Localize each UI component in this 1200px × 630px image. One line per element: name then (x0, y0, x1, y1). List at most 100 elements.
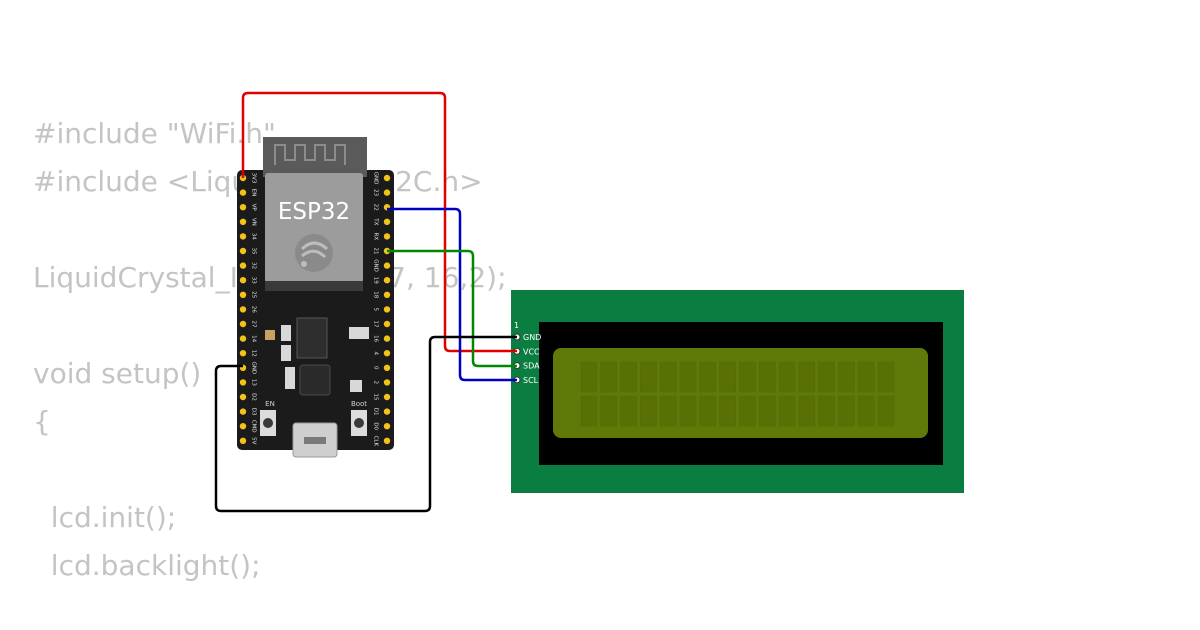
espressif-logo-icon (295, 234, 333, 272)
esp32-pin-34[interactable] (239, 233, 247, 240)
esp32-pin-label: GND (373, 259, 379, 272)
esp32-pin-label: GND (373, 172, 379, 185)
esp32-pin-gnd[interactable] (383, 262, 391, 269)
esp32-pin-14[interactable] (239, 335, 247, 342)
esp32-pin-2[interactable] (383, 379, 391, 386)
lcd-char-cell (699, 395, 717, 427)
esp32-pin-label: 3V3 (251, 173, 257, 184)
lcd-char-cell (857, 361, 875, 393)
esp32-pin-label: D2 (251, 393, 257, 401)
esp32-pin-5v[interactable] (239, 437, 247, 444)
lcd-char-cell (620, 395, 637, 427)
lcd-char-cell (580, 395, 598, 427)
esp32-left-header: 3V3ENVPVN343532332526271412GND13D2D3CMD5… (239, 173, 257, 445)
esp32-pin-26[interactable] (239, 306, 247, 313)
esp32-pin-clk[interactable] (383, 437, 391, 444)
lcd-char-cell (679, 395, 697, 427)
esp32-pin-d2[interactable] (239, 393, 247, 401)
esp32-pin-label: 15 (373, 394, 379, 401)
lcd-char-cell (679, 361, 697, 393)
lcd-char-cell (877, 361, 895, 393)
lcd-char-cell (838, 361, 855, 393)
esp32-pin-label: CMD (251, 420, 257, 433)
lcd-char-cell (857, 395, 875, 427)
esp32-pin-tx[interactable] (383, 218, 391, 225)
esp32-pin-17[interactable] (383, 320, 391, 328)
esp32-pin-gnd[interactable] (383, 174, 391, 182)
lcd-pin-label: GND (523, 333, 541, 342)
esp32-pin-33[interactable] (239, 277, 247, 284)
esp32-pin-label: 0 (373, 366, 379, 370)
esp32-pin-rx[interactable] (383, 233, 391, 240)
esp32-pin-18[interactable] (383, 291, 391, 298)
esp32-pin-23[interactable] (383, 189, 391, 196)
esp32-pin-vn[interactable] (239, 218, 247, 225)
esp32-pin-vp[interactable] (239, 204, 247, 211)
esp32-pin-4[interactable] (383, 350, 391, 357)
lcd-pin-label: VCC (523, 347, 540, 356)
esp32-pin-label: 35 (251, 248, 257, 255)
esp32-module-label: ESP32 (278, 199, 350, 225)
esp32-pin-label: 25 (251, 291, 257, 298)
wire-gnd[interactable] (214, 335, 517, 513)
esp32-pin-label: 34 (251, 233, 257, 240)
lcd-char-cell (699, 361, 717, 393)
esp32-pin-13[interactable] (239, 379, 247, 386)
esp32-pin-d0[interactable] (383, 423, 391, 430)
lcd-char-cell (620, 361, 637, 393)
lcd-char-cell (739, 395, 756, 427)
smd-component (281, 325, 291, 341)
esp32-pin-label: VP (251, 204, 257, 212)
esp32-pin-label: GND (251, 361, 257, 374)
antenna-trace (274, 144, 346, 165)
lcd-char-cell (719, 361, 736, 393)
wire-scl[interactable] (387, 207, 517, 382)
esp32-pin-12[interactable] (239, 350, 247, 357)
lcd-char-cell (838, 395, 855, 427)
esp32-pin-label: 32 (251, 262, 257, 269)
esp32-pin-cmd[interactable] (239, 423, 247, 430)
esp32-pin-label: D3 (251, 408, 257, 416)
smd-component (265, 330, 275, 340)
esp32-pin-label: 26 (251, 306, 257, 313)
esp32-pin-16[interactable] (383, 335, 391, 342)
module-castellations (265, 281, 363, 291)
esp32-pin-25[interactable] (239, 291, 247, 298)
lcd-char-cell (640, 361, 657, 393)
esp32-pin-35[interactable] (239, 247, 247, 255)
esp32-pin-15[interactable] (383, 393, 391, 401)
wires (214, 91, 517, 513)
esp32-pin-label: VN (251, 218, 257, 226)
esp32-pin-label: 5V (251, 437, 257, 444)
lcd-pin-label: SDA (523, 362, 540, 371)
smd-component (350, 380, 362, 392)
esp32-pin-d3[interactable] (239, 408, 247, 415)
esp32-pin-label: TX (373, 217, 379, 225)
wire-vcc[interactable] (241, 91, 517, 353)
lcd-char-cell (798, 361, 816, 393)
esp32-pin-0[interactable] (383, 364, 391, 371)
en-button[interactable] (260, 410, 276, 436)
lcd-char-cell (778, 361, 796, 393)
esp32-pin-19[interactable] (383, 277, 391, 284)
wire-sda[interactable] (387, 249, 517, 368)
esp32-pin-label: D0 (373, 422, 379, 430)
esp32-pin-label: CLK (373, 436, 379, 447)
esp32-pin-label: 23 (373, 189, 379, 196)
boot-button[interactable] (351, 410, 367, 436)
lcd-pin-label: SCL (523, 376, 539, 385)
esp32-pin-label: 5 (373, 308, 379, 312)
esp32-pin-en[interactable] (239, 189, 247, 196)
esp32-pin-d1[interactable] (383, 408, 391, 415)
esp32-pin-label: RX (373, 233, 379, 241)
lcd-char-cell (659, 395, 677, 427)
esp32-pin-27[interactable] (239, 320, 247, 328)
esp32-pin-5[interactable] (383, 306, 391, 313)
esp32-pin-32[interactable] (239, 262, 247, 269)
boot-button-label: Boot (351, 400, 367, 408)
lcd-char-cell (778, 395, 796, 427)
